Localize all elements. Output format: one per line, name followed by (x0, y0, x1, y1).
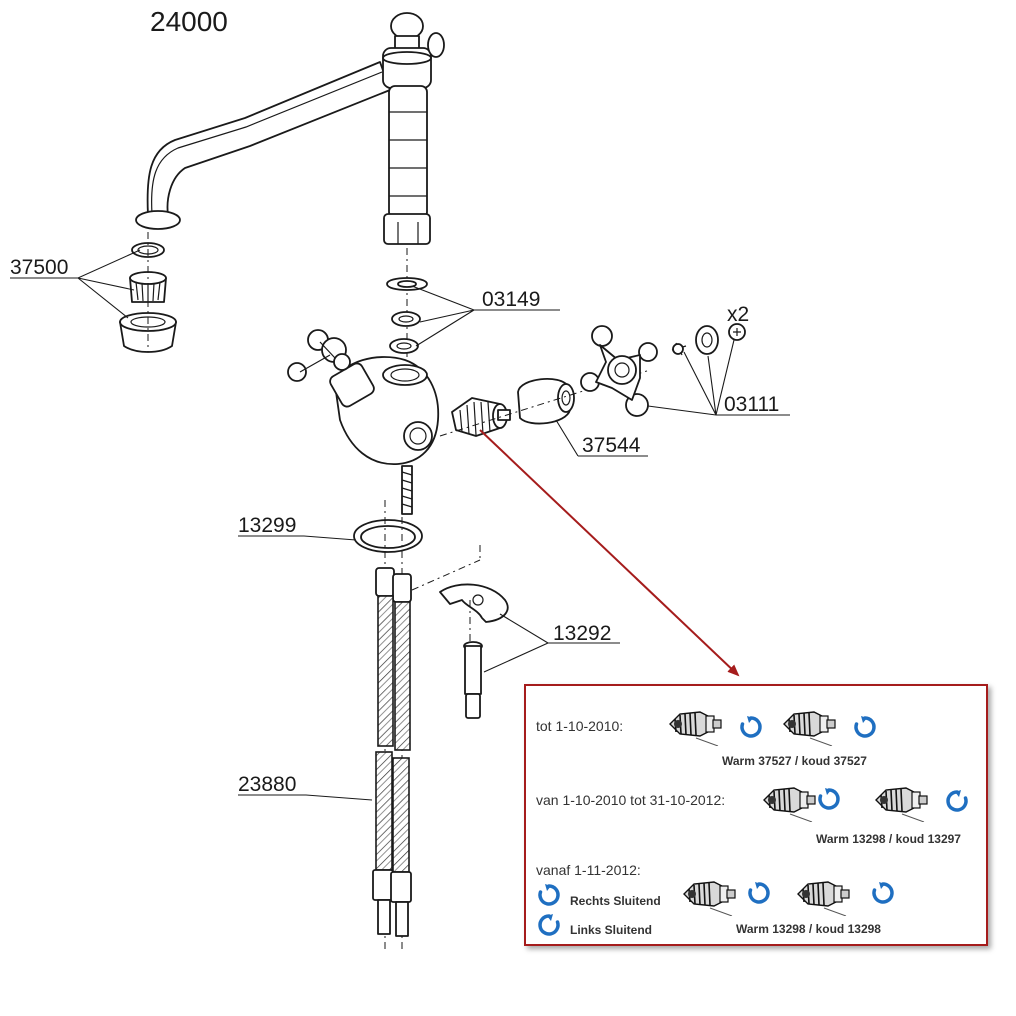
cartridge-icon (760, 778, 818, 822)
period-label: vanaf 1-11-2012: (536, 862, 641, 878)
part-label-37500: 37500 (10, 256, 68, 279)
quantity-label: x2 (727, 303, 749, 326)
part-label-13299: 13299 (238, 514, 296, 537)
legend-label: Links Sluitend (570, 923, 653, 937)
cartridge-info-box: tot 1-10-2010: Warm 37527 / koud 37527 v… (524, 684, 988, 946)
cartridge-icon (666, 702, 724, 746)
cartridge-icon (680, 872, 738, 916)
period-label: tot 1-10-2010: (536, 718, 624, 734)
clockwise-icon (746, 880, 772, 906)
mounting-ring (353, 519, 423, 553)
mounting-bracket (411, 545, 509, 719)
counterclockwise-icon (944, 788, 970, 814)
mixer-body (287, 329, 440, 515)
clockwise-icon (852, 714, 878, 740)
part-label-23880: 23880 (238, 773, 296, 796)
legend-clockwise-icon (536, 882, 562, 908)
cross-handle (580, 323, 746, 417)
callout-arrow (479, 429, 740, 677)
column (382, 12, 445, 368)
aerator-parts (119, 232, 177, 353)
spout (135, 61, 391, 230)
cartridge-caption: Warm 13298 / koud 13297 (816, 832, 961, 846)
clockwise-icon (738, 714, 764, 740)
cartridge-caption: Warm 37527 / koud 37527 (722, 754, 867, 768)
leader-lines (10, 249, 790, 801)
part-label-13292: 13292 (553, 622, 611, 645)
legend-label: Rechts Sluitend (570, 894, 661, 908)
cartridge-and-bonnet (439, 369, 651, 437)
cartridge-caption: Warm 13298 / koud 13298 (736, 922, 881, 936)
cartridge-icon (780, 702, 838, 746)
supply-hoses (372, 500, 412, 950)
diagram-title: 24000 (150, 6, 228, 37)
cartridge-icon (872, 778, 930, 822)
part-label-37544: 37544 (582, 434, 641, 457)
washer-set (386, 277, 428, 354)
period-label: van 1-10-2010 tot 31-10-2012: (536, 792, 726, 808)
clockwise-icon (816, 786, 842, 812)
part-label-03149: 03149 (482, 288, 540, 311)
part-label-03111: 03111 (724, 393, 779, 416)
legend-counterclockwise-icon (536, 912, 562, 938)
cartridge-icon (794, 872, 852, 916)
clockwise-icon (870, 880, 896, 906)
